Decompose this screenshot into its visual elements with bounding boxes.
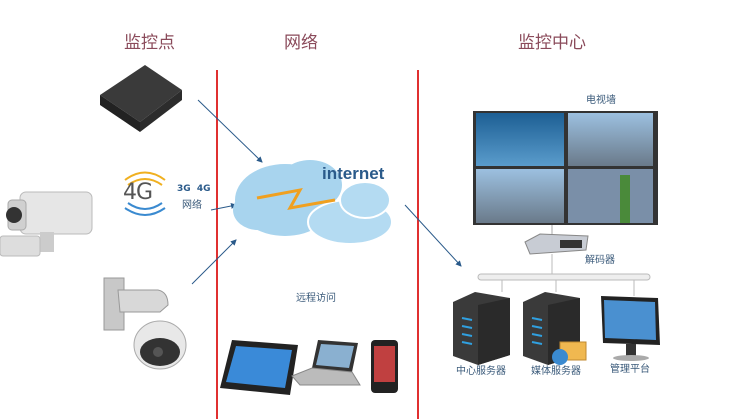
4g-badge-text: 4G — [123, 180, 153, 205]
decoder-label: 解码器 — [585, 255, 615, 266]
dome-camera-icon — [103, 277, 187, 370]
connection-arrows — [191, 99, 462, 285]
laptop-icon — [291, 340, 361, 386]
video-wall-label: 电视墙 — [586, 95, 616, 106]
arrow-dome-to-cloud — [191, 239, 237, 285]
mobile-network-label: 3G 4G — [177, 184, 211, 194]
section-title-monitor-center: 监控中心 — [518, 33, 586, 53]
management-platform-label: 管理平台 — [610, 364, 650, 375]
central-server-icon — [453, 292, 510, 365]
decoder-device-icon — [524, 225, 589, 255]
tablet-icon — [220, 340, 298, 395]
network-bus-icon — [477, 254, 651, 296]
divider-line-right — [417, 70, 419, 419]
smartphone-icon — [371, 340, 398, 393]
mobile-network-sublabel: 网络 — [182, 200, 202, 211]
4g-network-icon — [124, 171, 166, 216]
media-server-label: 媒体服务器 — [531, 366, 581, 377]
video-wall-icon — [473, 111, 658, 225]
section-title-network: 网络 — [284, 33, 318, 53]
arrow-cloud-to-center — [404, 204, 462, 267]
management-monitor-icon — [601, 296, 660, 361]
remote-access-label: 远程访问 — [296, 293, 336, 304]
internet-cloud-icon — [233, 160, 393, 245]
bullet-camera-icon — [0, 191, 93, 257]
section-title-monitor-points: 监控点 — [124, 33, 175, 53]
central-server-label: 中心服务器 — [456, 366, 506, 377]
media-server-icon — [523, 292, 587, 365]
internet-label: internet — [322, 164, 385, 183]
arrow-4g-to-cloud — [210, 203, 237, 211]
dvr-device-icon — [100, 65, 182, 132]
arrow-dvr-to-cloud — [197, 99, 263, 163]
divider-line-left — [216, 70, 218, 419]
